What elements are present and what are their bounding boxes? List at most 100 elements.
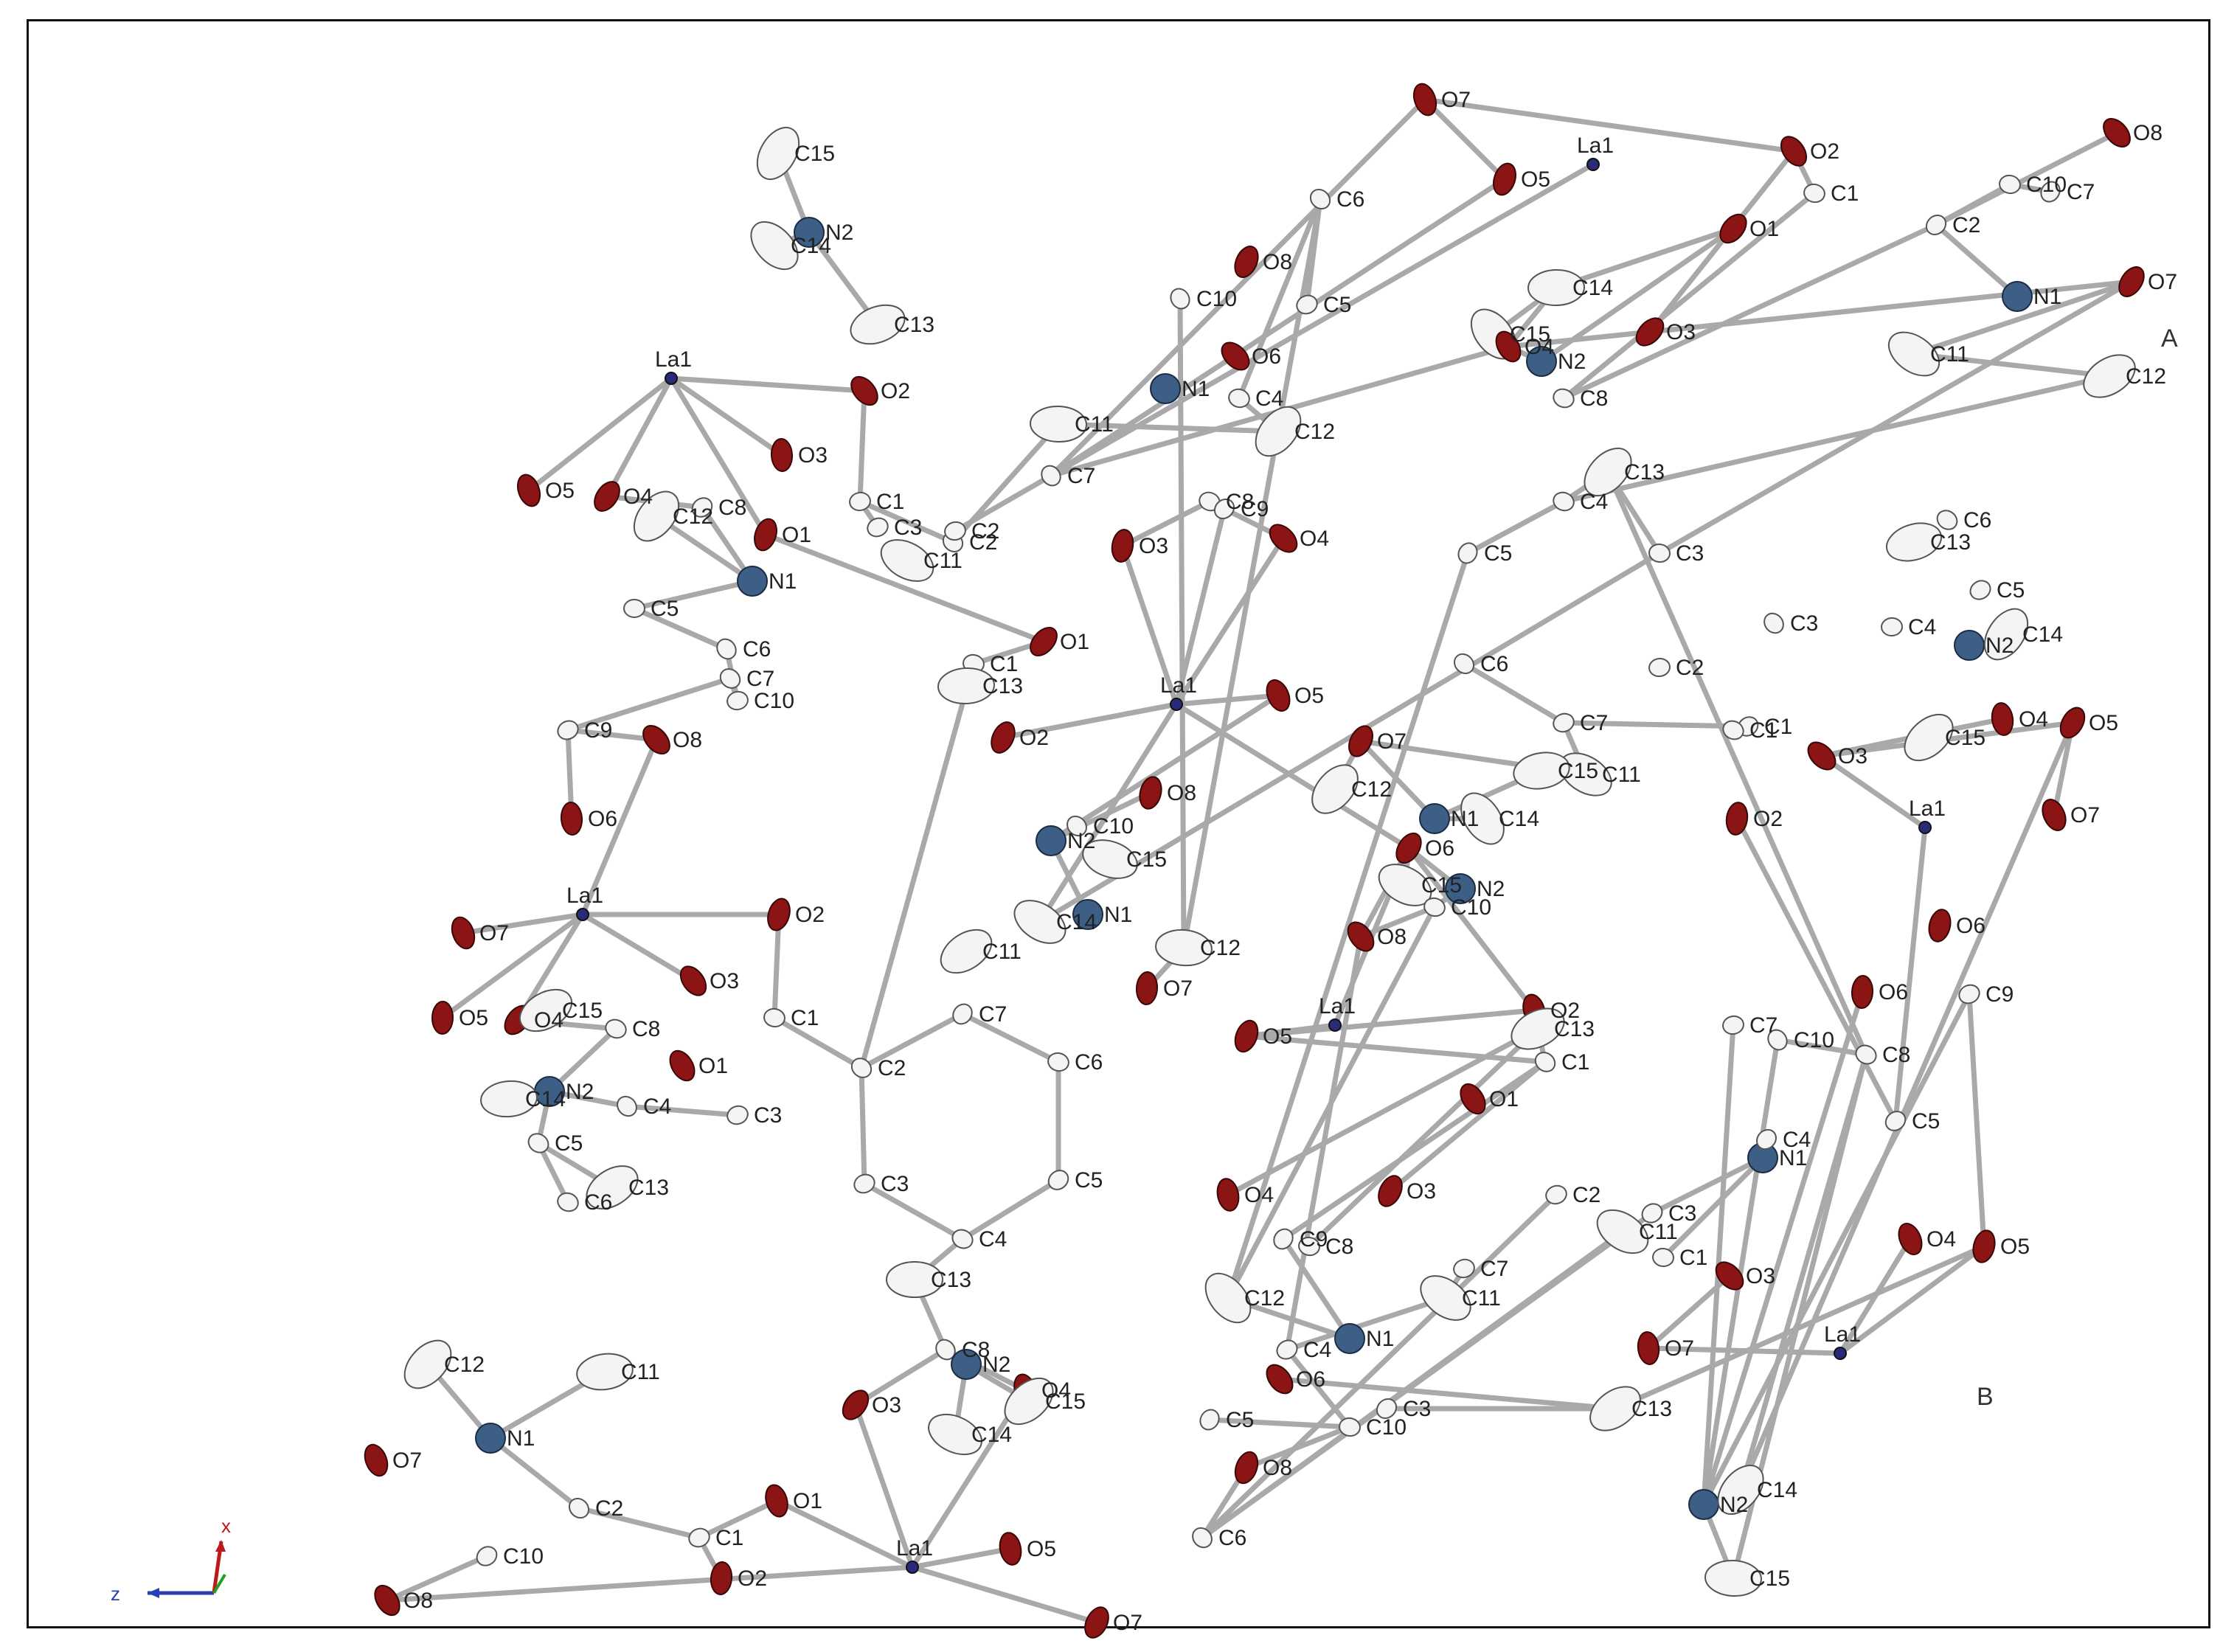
figure-frame — [27, 19, 2210, 1628]
atom-label: C7 — [746, 667, 774, 691]
atom-label: C1 — [1679, 1246, 1707, 1270]
atom-label: C1 — [1764, 715, 1792, 739]
atom-c11 — [1596, 1209, 1649, 1254]
atom-label: N2 — [982, 1353, 1010, 1377]
bond — [1701, 991, 1972, 1507]
atom-label: C4 — [979, 1227, 1007, 1252]
atom-label: O7 — [392, 1448, 422, 1473]
atom-label: C7 — [1067, 464, 1095, 488]
bond — [1387, 1059, 1548, 1194]
bond — [909, 1546, 1013, 1570]
atom-label: O5 — [1294, 684, 1324, 708]
atom-c4 — [951, 1229, 974, 1249]
atom-c8 — [691, 497, 713, 518]
atom-label: O1 — [1489, 1087, 1519, 1111]
atom-o6 — [1395, 832, 1422, 864]
atom-c14 — [1717, 1465, 1764, 1515]
atom-c10 — [1339, 1417, 1361, 1437]
atom-label: C5 — [1323, 293, 1351, 317]
atom-o3 — [1635, 317, 1665, 347]
atom-o4 — [1991, 702, 2014, 736]
atom-la1 — [1918, 821, 1932, 834]
atom-label: O7 — [1665, 1336, 1694, 1361]
atom-o3 — [770, 438, 794, 472]
atom-label: O8 — [673, 728, 702, 752]
atom-o3 — [1807, 741, 1837, 771]
bond — [909, 1564, 1100, 1625]
atom-label: C9 — [1241, 497, 1269, 521]
atom-label: C5 — [1912, 1109, 1940, 1134]
atom-c15 — [1004, 1377, 1054, 1426]
z-axis-arrowhead — [148, 1588, 159, 1598]
atom-label: O2 — [738, 1566, 767, 1591]
atom-o1 — [1719, 213, 1747, 244]
bond — [857, 388, 867, 504]
atom-label: O2 — [1810, 139, 1839, 164]
atom-label: C15 — [1126, 847, 1167, 872]
atom-n1 — [1072, 899, 1103, 930]
atom-label: C2 — [1572, 1183, 1600, 1207]
atom-c3 — [1376, 1398, 1398, 1420]
atom-label: N2 — [1985, 634, 2014, 658]
bond — [440, 912, 586, 1021]
atom-label: O7 — [2148, 270, 2177, 294]
atom-o5 — [1493, 162, 1516, 196]
atom-c4 — [1228, 388, 1250, 409]
atom-label: C7 — [2067, 180, 2095, 204]
atom-c11 — [880, 539, 934, 582]
bond — [1605, 469, 1869, 1058]
atom-label: N1 — [2033, 285, 2061, 309]
atom-o1 — [754, 518, 777, 552]
atom-label: O6 — [588, 807, 617, 831]
atom-label: C3 — [1668, 1201, 1696, 1226]
bond — [774, 1498, 915, 1570]
atom-label: C14 — [525, 1087, 566, 1111]
bond — [1037, 550, 1662, 925]
bond — [1837, 1243, 1987, 1356]
bond — [1120, 543, 1179, 707]
atom-label: C1 — [1749, 718, 1778, 743]
atom-o2 — [991, 721, 1016, 754]
bond — [1775, 1037, 1869, 1058]
bond — [668, 375, 867, 394]
atom-label: C1 — [1561, 1050, 1589, 1075]
atom-label: O5 — [545, 479, 575, 503]
atom-label: C11 — [1930, 342, 1969, 367]
atom-label: C15 — [794, 142, 835, 166]
atom-c1 — [1652, 1247, 1674, 1268]
atom-c2 — [1925, 215, 1947, 235]
atom-o7 — [1412, 83, 1437, 117]
atom-c8 — [1553, 388, 1575, 409]
atom-o5 — [516, 473, 541, 507]
atom-c5 — [1457, 542, 1478, 564]
bond — [853, 1347, 948, 1408]
atom-label: O3 — [1407, 1179, 1436, 1204]
atom-label: C4 — [1908, 615, 1936, 639]
atom-c15 — [1082, 839, 1138, 879]
atom-la1 — [1586, 158, 1600, 171]
atom-label: La1 — [566, 884, 603, 908]
atom-label: C15 — [1945, 726, 1985, 750]
atom-label: C7 — [1580, 711, 1608, 735]
atom-c9 — [1213, 498, 1235, 520]
atom-c1 — [688, 1527, 710, 1548]
bond — [668, 375, 785, 458]
bond — [668, 375, 769, 538]
atom-label: C8 — [632, 1017, 660, 1041]
atom-c15 — [519, 988, 573, 1032]
atom-c6 — [1309, 188, 1331, 210]
bond — [859, 1065, 867, 1187]
atom-label: C12 — [1200, 936, 1241, 960]
atom-label: C10 — [1794, 1028, 1834, 1052]
atom-c7 — [1041, 465, 1061, 487]
atom-label: C6 — [584, 1190, 612, 1215]
atom-c6 — [1453, 653, 1475, 675]
atom-c14 — [1013, 900, 1067, 944]
atom-la1 — [576, 908, 589, 921]
atom-label: C15 — [1045, 1389, 1086, 1414]
bond — [1612, 1243, 1987, 1412]
bond — [1048, 162, 1596, 479]
atom-label: C12 — [2126, 364, 2166, 389]
atom-c14 — [1460, 792, 1505, 845]
atom-c5 — [1969, 580, 1991, 600]
